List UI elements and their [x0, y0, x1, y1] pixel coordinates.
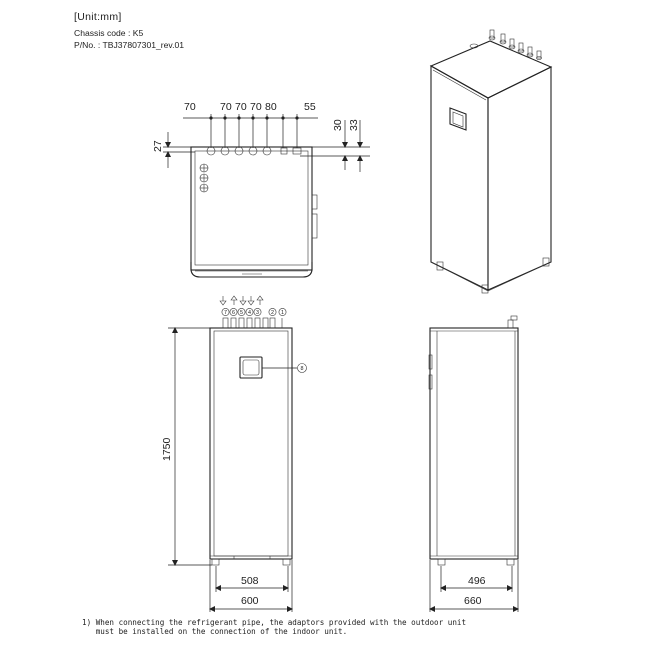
arrow-up-icon — [256, 295, 264, 305]
arrow-down-icon — [247, 296, 255, 306]
dim-inner-depth: 496 — [468, 575, 486, 587]
dim-width: 600 — [241, 595, 259, 607]
arrow-up-icon — [230, 295, 238, 305]
dim-pipe-4: 70 — [250, 101, 262, 113]
front-view: 1750 8 — [161, 295, 307, 612]
dim-depth: 660 — [464, 595, 482, 607]
footnote: 1) When connecting the refrigerant pipe,… — [82, 618, 467, 636]
label-6: 6 — [232, 310, 235, 316]
top-view: 70 70 70 70 80 55 30 33 27 — [152, 101, 370, 278]
arrow-down-icon — [239, 296, 247, 306]
unit-label: [Unit:mm] — [74, 11, 122, 23]
dim-inner-width: 508 — [241, 575, 259, 587]
iso-pipes — [469, 29, 542, 60]
dim-pipe-6: 55 — [304, 101, 316, 113]
arrow-down-icon — [219, 296, 227, 306]
dim-right-33: 33 — [348, 119, 360, 131]
label-3: 3 — [256, 310, 259, 316]
flow-arrows — [219, 295, 264, 306]
dim-pipe-1: 70 — [184, 101, 196, 113]
dim-pipe-2: 70 — [220, 101, 232, 113]
connection-labels: 7 6 5 4 3 2 1 — [221, 308, 287, 316]
side-view: 496 660 — [428, 315, 519, 612]
side-ports — [199, 163, 209, 193]
label-5: 5 — [240, 310, 243, 316]
part-number: P/No. : TBJ37807301_rev.01 — [74, 40, 185, 50]
dim-pipe-3: 70 — [235, 101, 247, 113]
isometric-view — [429, 29, 553, 294]
dim-right-30: 30 — [332, 119, 344, 131]
label-4: 4 — [248, 310, 251, 316]
label-1: 1 — [281, 310, 284, 316]
pipe-spacing-ticks — [209, 114, 299, 148]
top-view-outline — [190, 146, 313, 271]
label-8: 8 — [301, 366, 304, 372]
side-outline — [429, 327, 519, 560]
label-2: 2 — [271, 310, 274, 316]
front-outline — [209, 327, 293, 560]
dim-pipe-5: 80 — [265, 101, 277, 113]
front-connectors — [222, 317, 283, 329]
dim-left-27: 27 — [152, 140, 164, 152]
chassis-code: Chassis code : K5 — [74, 28, 144, 38]
label-7: 7 — [224, 310, 227, 316]
dim-height: 1750 — [161, 437, 173, 461]
top-pipes — [206, 146, 302, 156]
